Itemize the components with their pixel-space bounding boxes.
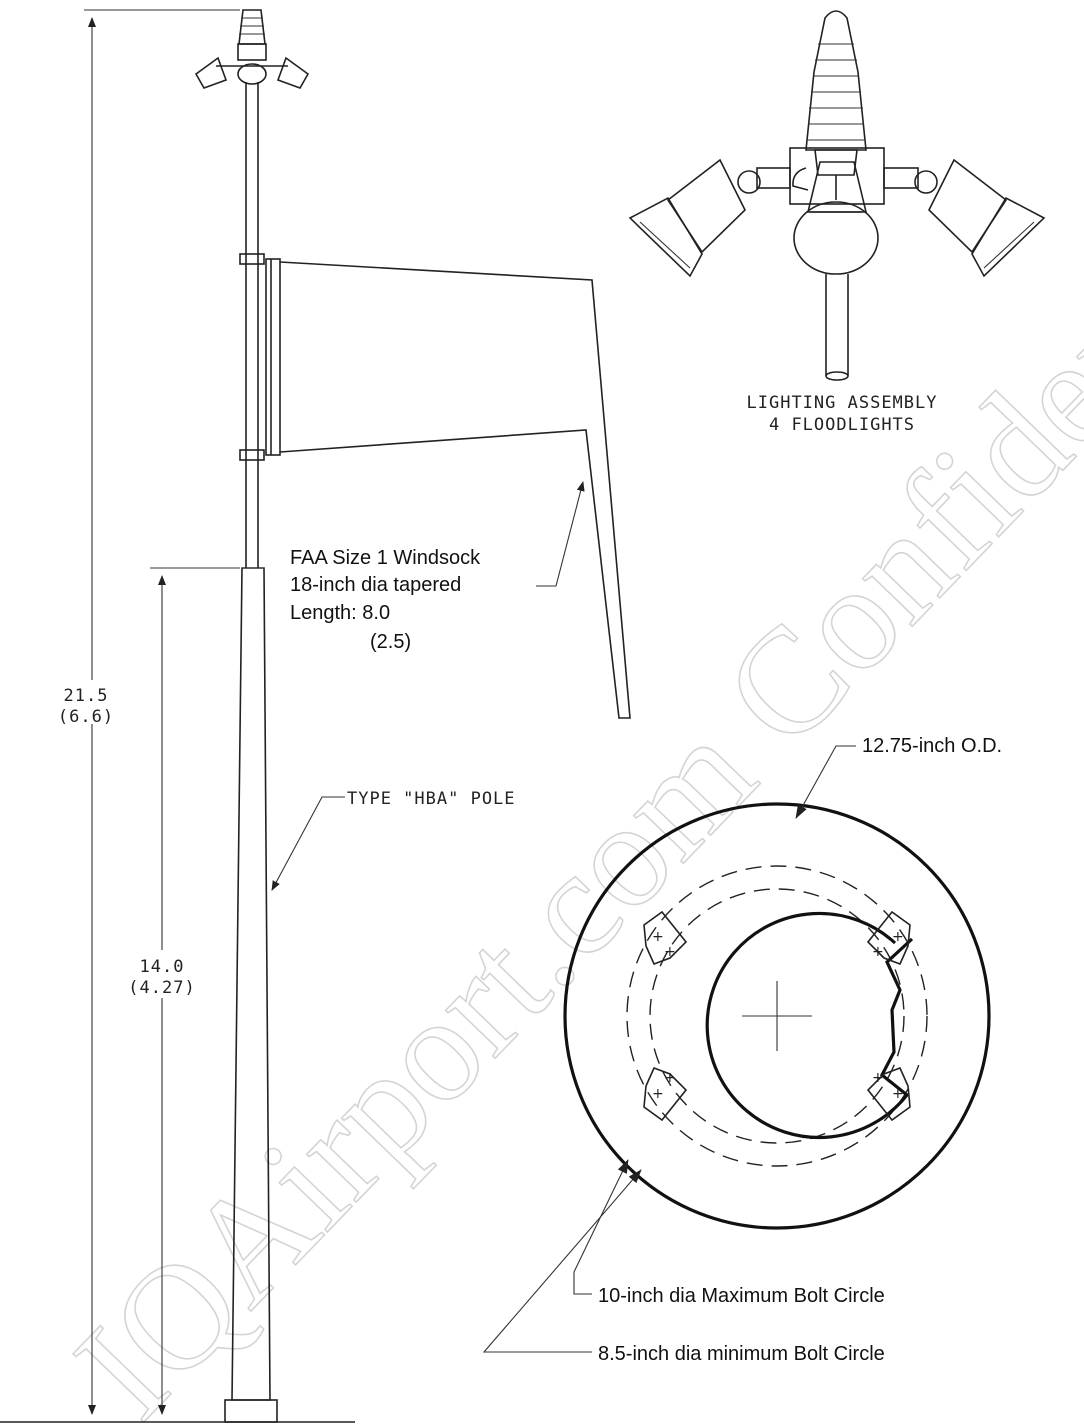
junction-box [789,147,885,205]
pole-type-label: TYPE "HBA" POLE [347,789,516,809]
base-plate-plan: + + + + + + + + 12.75-inch O.D. 10-inch … [482,735,1002,1365]
svg-text:+: + [892,929,904,945]
pole-type-callout: TYPE "HBA" POLE [271,789,516,891]
outer-diameter-circle [563,802,991,1230]
windsock-note-line4: (2.5) [370,631,411,653]
overall-height-label: 21.5 [64,686,109,706]
bolt-slot-top-left: + + [643,910,688,966]
pole-elevation: 21.5 (6.6) 14.0 (4.27) TYPE "HBA" POLE F… [0,9,631,1423]
od-callout: 12.75-inch O.D. [795,735,1002,819]
top-light-assembly-small [194,9,310,89]
svg-text:+: + [652,1086,664,1102]
min-bolt-circle [649,888,905,1144]
pole-height-label: 14.0 [140,957,185,977]
lighting-assembly-detail: LIGHTING ASSEMBLY 4 FLOODLIGHTS [628,10,1046,435]
bolt-slot-top-right: + + [866,910,911,966]
svg-text:+: + [892,1086,904,1102]
svg-text:+: + [664,944,676,960]
bolt-slot-bottom-left: + + [643,1066,688,1122]
windsock-note-line1: FAA Size 1 Windsock [290,547,481,569]
inner-opening [705,911,914,1139]
bolt-slot-bottom-right: + + [866,1066,911,1122]
windsock [239,253,631,719]
right-floodlight [928,158,1008,254]
obstruction-light-globe [805,10,867,151]
max-bolt-circle-label: 10-inch dia Maximum Bolt Circle [598,1285,885,1307]
svg-text:+: + [872,944,884,960]
svg-text:+: + [872,1070,884,1086]
min-bolt-circle-callout: 8.5-inch dia minimum Bolt Circle [482,1169,885,1365]
base-plate [224,1399,278,1423]
left-floodlight [666,158,746,254]
od-label: 12.75-inch O.D. [862,735,1002,757]
windsock-note-line2: 18-inch dia tapered [290,574,461,596]
max-bolt-circle-callout: 10-inch dia Maximum Bolt Circle [573,1159,885,1307]
lighting-assembly-label-line2: 4 FLOODLIGHTS [769,415,915,435]
min-bolt-circle-label: 8.5-inch dia minimum Bolt Circle [598,1343,885,1365]
pole-height-dimension: 14.0 (4.27) [128,567,240,1415]
overall-height-metric-label: (6.6) [58,707,114,727]
lighting-assembly-label-line1: LIGHTING ASSEMBLY [747,393,938,413]
watermark: IQAirport.com Confidential [44,122,1084,1426]
svg-text:+: + [652,929,664,945]
windsock-callout: FAA Size 1 Windsock 18-inch dia tapered … [290,481,585,653]
svg-text:+: + [664,1070,676,1086]
max-bolt-circle [626,865,928,1167]
pole-height-metric-label: (4.27) [128,978,195,998]
overall-height-dimension: 21.5 (6.6) [58,9,240,1415]
svg-text:IQAirport.com Confidential: IQAirport.com Confidential [44,123,1084,1426]
windsock-note-line3: Length: 8.0 [290,602,390,624]
